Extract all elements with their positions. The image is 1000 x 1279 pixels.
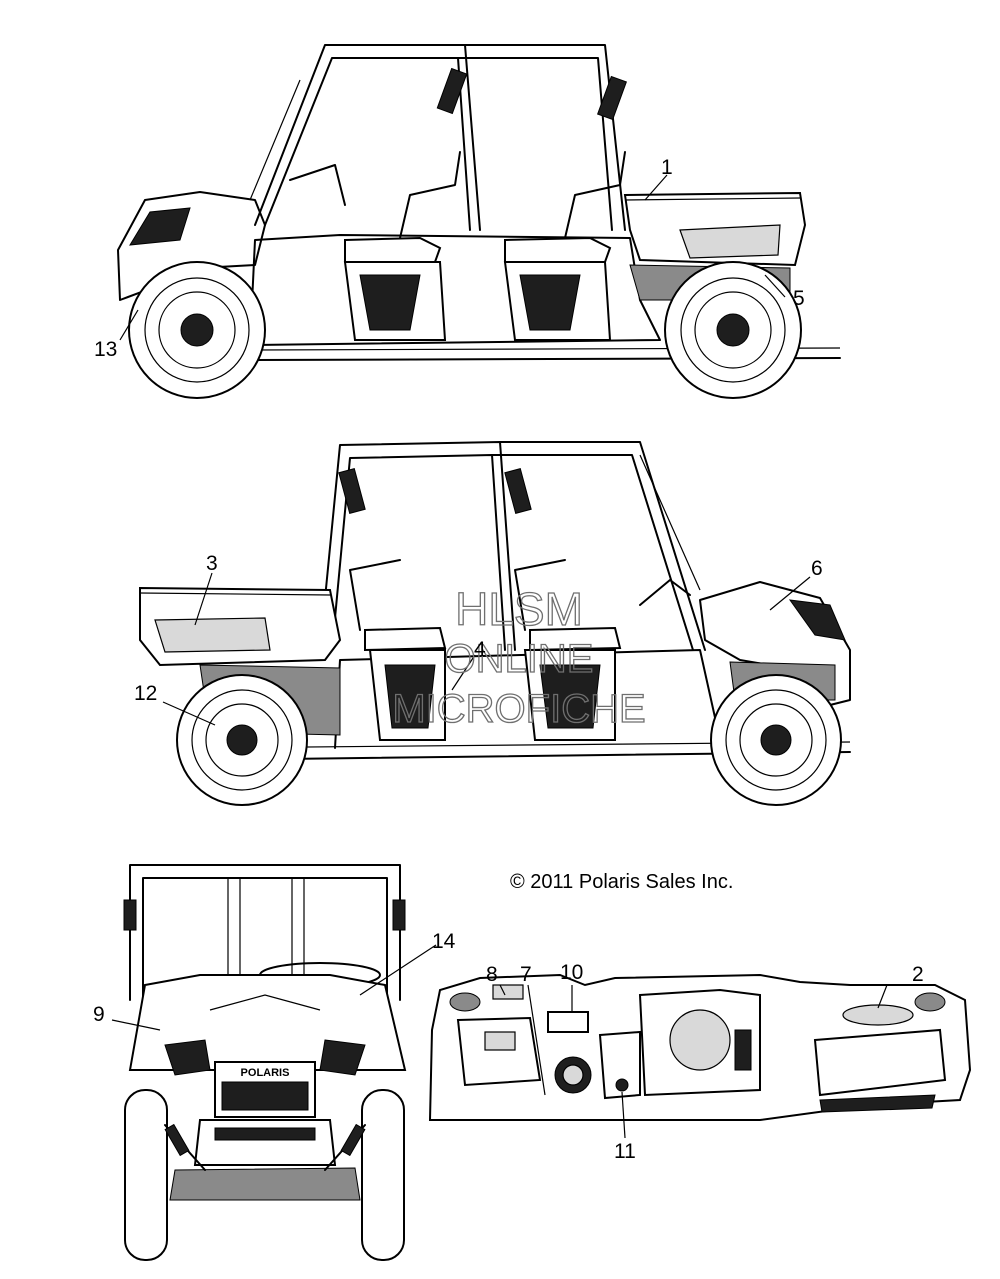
callout-9: 9 bbox=[93, 1003, 105, 1026]
callouts: 1 2 3 4 5 6 7 8 9 10 11 12 13 14 bbox=[93, 156, 924, 1163]
callout-3: 3 bbox=[206, 552, 218, 575]
watermark: HLSM ONLINE MICROFICHE bbox=[392, 582, 647, 731]
leader-lines bbox=[111, 174, 888, 1139]
callout-2: 2 bbox=[912, 963, 924, 986]
svg-text:POLARIS: POLARIS bbox=[241, 1067, 290, 1079]
callout-12: 12 bbox=[134, 682, 157, 705]
vehicle-front-view: POLARIS bbox=[123, 864, 407, 1261]
callout-14: 14 bbox=[432, 930, 456, 953]
watermark-line3: MICROFICHE bbox=[392, 687, 645, 731]
watermark-line2: ONLINE bbox=[445, 637, 594, 681]
vehicle-right-side-view bbox=[139, 441, 851, 806]
callout-11: 11 bbox=[614, 1140, 636, 1163]
callout-13: 13 bbox=[94, 338, 117, 361]
watermark-line1: HLSM bbox=[455, 583, 583, 635]
callout-4: 4 bbox=[474, 638, 486, 661]
callout-8: 8 bbox=[486, 963, 498, 986]
callout-1: 1 bbox=[661, 156, 673, 179]
copyright-text: © 2011 Polaris Sales Inc. bbox=[510, 871, 733, 893]
callout-5: 5 bbox=[793, 287, 805, 310]
callout-7: 7 bbox=[520, 963, 532, 986]
vehicle-left-side-view bbox=[117, 44, 841, 399]
callout-6: 6 bbox=[811, 557, 823, 580]
dashboard-view bbox=[428, 973, 972, 1121]
callout-10: 10 bbox=[560, 961, 583, 984]
